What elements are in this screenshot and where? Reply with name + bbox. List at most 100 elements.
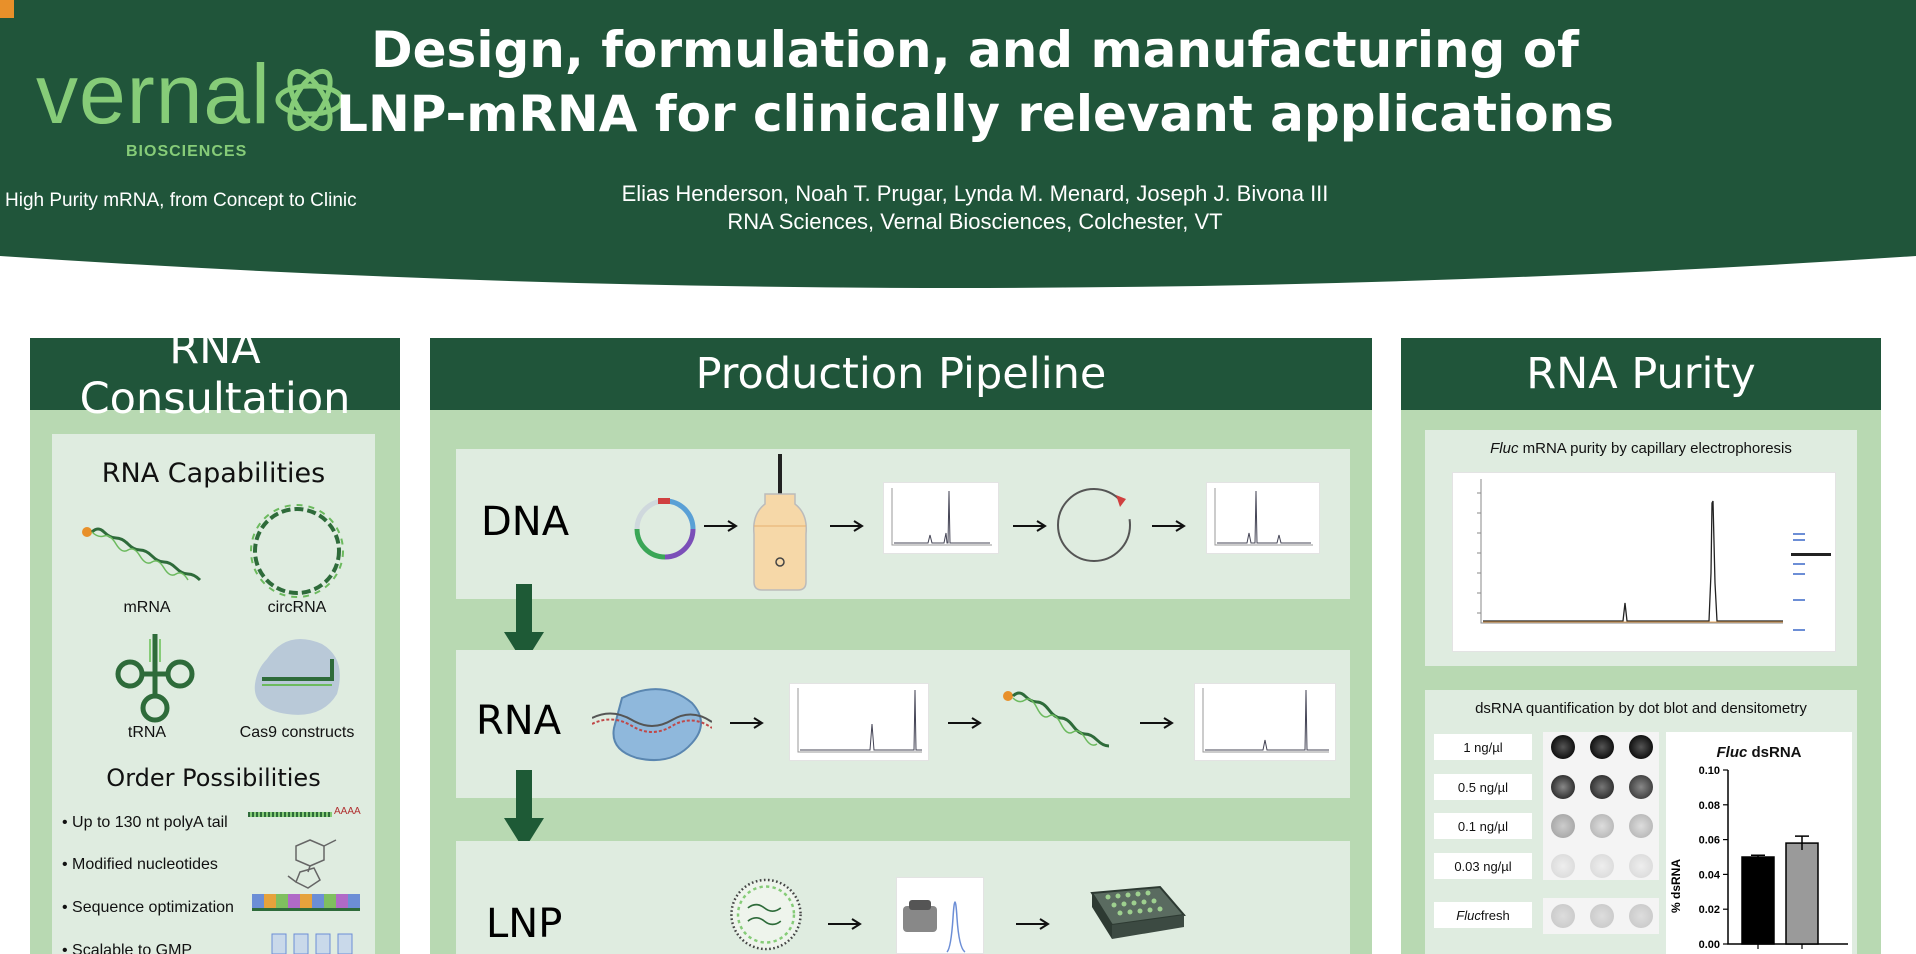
arrow-right-icon	[704, 520, 738, 532]
arrow-down-icon-2	[504, 770, 544, 850]
logo-subtitle: BIOSCIENCES	[126, 143, 248, 160]
pipeline-row-lnp: LNP	[456, 841, 1350, 954]
codon-blocks-icon	[252, 894, 360, 911]
nucleotide-structure-icon	[287, 839, 337, 889]
dsrna-bar-chart: % dsRNA 0.100.080.060.040.020.00	[1669, 765, 1848, 951]
authors-affiliation: RNA Sciences, Vernal Biosciences, Colche…	[727, 209, 1223, 234]
circrna-icon	[250, 504, 344, 598]
chart-error-bar	[1795, 835, 1809, 851]
vials-icon	[271, 933, 353, 954]
logo-knot-icon	[275, 68, 345, 132]
lipid-nanoparticle-icon	[730, 878, 802, 951]
consultation-heading: RNA Consultation	[30, 324, 400, 424]
blot-dot	[1629, 735, 1653, 759]
capabilities-card: RNA Capabilities mRNA circRNA tRNA Cas9 …	[52, 434, 375, 954]
plasmid-icon	[634, 498, 696, 560]
dot-label-sample: Fluc fresh	[1434, 902, 1532, 928]
polya-text: AAAA	[334, 806, 361, 817]
arrow-right-icon	[830, 520, 864, 532]
chart-y-tick-label: 0.08	[1699, 800, 1720, 812]
dot-blot-card: dsRNA quantification by dot blot and den…	[1425, 690, 1857, 954]
header-banner: vernal BIOSCIENCES High Purity mRNA, fro…	[0, 0, 1916, 300]
order-title: Order Possibilities	[106, 764, 321, 792]
pipeline-row-rna: RNA	[456, 650, 1350, 798]
arrow-down-icon-1	[504, 584, 544, 664]
chart-bar	[1785, 842, 1819, 945]
arrow-right-icon	[1140, 717, 1174, 729]
rna-chromatogram-1	[789, 683, 929, 761]
lnp-label: LNP	[486, 901, 563, 947]
linear-dna-icon	[1057, 488, 1131, 562]
dna-label: DNA	[481, 499, 570, 545]
trna-label: tRNA	[127, 724, 167, 741]
blot-dot	[1629, 775, 1653, 799]
arrow-right-icon	[730, 717, 764, 729]
well-plate-icon	[1090, 885, 1186, 939]
blot-dot	[1629, 854, 1653, 878]
arrow-right-icon	[1016, 918, 1050, 930]
capped-mrna-icon	[1003, 691, 1110, 748]
mrna-label: mRNA	[123, 599, 171, 616]
blot-dot	[1551, 854, 1575, 878]
cas9-icon	[254, 639, 340, 715]
dot-blot-title: dsRNA quantification by dot blot and den…	[1475, 700, 1807, 717]
order-item-gmp: • Scalable to GMP	[62, 942, 193, 954]
corner-marker	[0, 0, 14, 18]
arrow-right-icon	[1013, 520, 1047, 532]
logo-tagline: High Purity mRNA, from Concept to Clinic	[5, 190, 357, 211]
author-block: Elias Henderson, Noah T. Prugar, Lynda M…	[430, 180, 1520, 236]
ce-card: Fluc mRNA purity by capillary electropho…	[1425, 430, 1857, 666]
header-background	[0, 0, 1916, 288]
cas9-label: Cas9 constructs	[239, 724, 355, 741]
blot-dot	[1590, 904, 1614, 928]
order-item-nucleotides: • Modified nucleotides	[62, 856, 218, 873]
arrow-right-icon	[828, 918, 862, 930]
chart-title: Fluc dsRNA	[1716, 744, 1802, 761]
lnp-size-distribution	[896, 877, 984, 954]
chart-y-tick-label: 0.04	[1699, 869, 1721, 881]
chart-y-tick-label: 0.06	[1699, 835, 1720, 847]
chart-y-tick-label: 0.02	[1699, 904, 1720, 916]
arrow-right-icon	[948, 717, 982, 729]
dot-label-4: 0.03 ng/µl	[1434, 853, 1532, 879]
dot-label-1: 1 ng/µl	[1434, 734, 1532, 760]
chart-y-axis-label: % dsRNA	[1669, 859, 1683, 913]
chart-bar	[1741, 856, 1775, 945]
blot-dot	[1590, 735, 1614, 759]
poster-title: Design, formulation, and manufacturing o…	[330, 18, 1620, 146]
logo-wordmark: vernal	[36, 47, 271, 141]
blot-dot	[1590, 854, 1614, 878]
dot-label-3: 0.1 ng/µl	[1434, 813, 1532, 839]
dna-chromatogram-2	[1206, 482, 1320, 554]
blot-dot	[1629, 814, 1653, 838]
circrna-label: circRNA	[267, 599, 327, 616]
blot-dot	[1551, 814, 1575, 838]
ce-title: Fluc mRNA purity by capillary electropho…	[1490, 440, 1792, 457]
polya-tail-graphic: AAAA	[248, 806, 361, 820]
dot-label-2: 0.5 ng/µl	[1434, 774, 1532, 800]
arrow-right-icon	[1152, 520, 1186, 532]
pipeline-heading: Production Pipeline	[430, 338, 1372, 410]
authors-names: Elias Henderson, Noah T. Prugar, Lynda M…	[621, 181, 1329, 206]
rna-label: RNA	[476, 698, 562, 744]
dna-chromatogram-1	[883, 482, 999, 554]
blot-dot	[1590, 775, 1614, 799]
rna-chromatogram-2	[1194, 683, 1336, 761]
title-line-1: Design, formulation, and manufacturing o…	[371, 21, 1579, 79]
polymerase-icon	[592, 688, 712, 762]
chart-y-tick-label: 0.00	[1699, 939, 1720, 951]
ce-electropherogram	[1452, 472, 1836, 652]
order-item-sequence: • Sequence optimization	[62, 899, 234, 916]
purity-heading: RNA Purity	[1401, 338, 1881, 410]
flask-culture-icon	[752, 454, 808, 591]
blot-dot	[1551, 775, 1575, 799]
order-item-polya: • Up to 130 nt polyA tail	[62, 814, 228, 831]
blot-dot	[1551, 735, 1575, 759]
trna-icon	[115, 634, 195, 723]
capabilities-title: RNA Capabilities	[101, 458, 326, 489]
blot-dot	[1551, 904, 1575, 928]
pipeline-row-dna: DNA	[456, 449, 1350, 599]
blot-dot	[1590, 814, 1614, 838]
chart-error-bar	[1751, 854, 1765, 859]
title-line-2: LNP-mRNA for clinically relevant applica…	[336, 85, 1614, 143]
